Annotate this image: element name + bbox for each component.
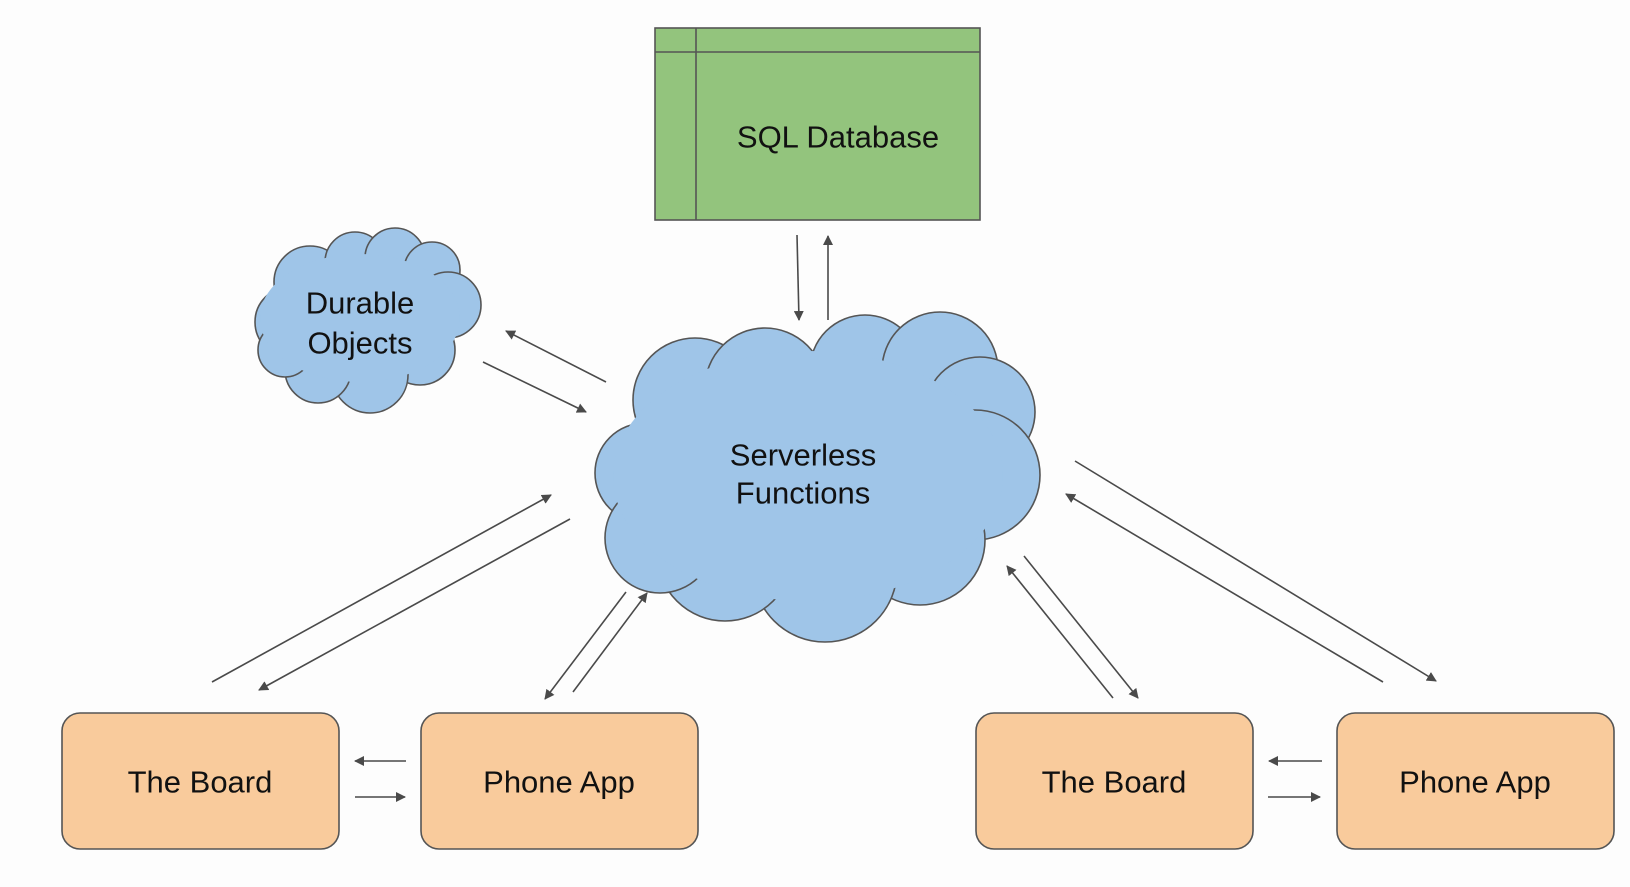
sql-database[interactable]: SQL Database	[654, 27, 981, 221]
database-box	[654, 27, 981, 221]
arrow-serverless-to-right-phone	[1074, 460, 1437, 682]
right-phone-app[interactable]: Phone App	[1336, 712, 1615, 850]
right-board-box	[975, 712, 1254, 850]
arrow-database-to-serverless	[793, 234, 804, 321]
right-phone-label: Phone App	[1399, 765, 1551, 800]
left-board-box	[61, 712, 340, 850]
left-phone-label: Phone App	[483, 765, 635, 800]
durable-objects-label-line2: Objects	[307, 326, 412, 361]
durable-objects-label-line1: Durable	[306, 286, 415, 321]
arrow-serverless-to-left-board	[258, 518, 571, 691]
serverless-functions-cloud-fill	[613, 351, 1003, 601]
durable-objects-cloud-fill	[260, 254, 460, 382]
right-board[interactable]: The Board	[975, 712, 1254, 850]
arrow-durable-objects-to-serverless	[482, 361, 587, 413]
arrow-left-board-to-serverless	[211, 494, 552, 683]
durable-objects[interactable]: Durable Objects	[254, 227, 482, 414]
arrow-serverless-to-left-phone	[544, 591, 627, 700]
arrow-left-phone-to-serverless	[572, 592, 648, 693]
arrow-serverless-to-durable-objects	[505, 330, 607, 383]
arrow-right-board-to-serverless	[1006, 565, 1114, 699]
arrow-right-phone-to-serverless	[1065, 493, 1384, 683]
right-board-label: The Board	[1042, 765, 1187, 800]
left-phone-app[interactable]: Phone App	[420, 712, 699, 850]
serverless-functions[interactable]: Serverless Functions	[594, 311, 1041, 643]
arrow-serverless-to-right-board	[1023, 555, 1139, 699]
left-board-label: The Board	[128, 765, 273, 800]
serverless-label-line2: Functions	[736, 476, 870, 511]
right-phone-box	[1336, 712, 1615, 850]
serverless-label-line1: Serverless	[730, 438, 876, 473]
left-phone-box	[420, 712, 699, 850]
left-board[interactable]: The Board	[61, 712, 340, 850]
database-label: SQL Database	[737, 120, 939, 155]
connection-arrows	[211, 234, 1437, 802]
